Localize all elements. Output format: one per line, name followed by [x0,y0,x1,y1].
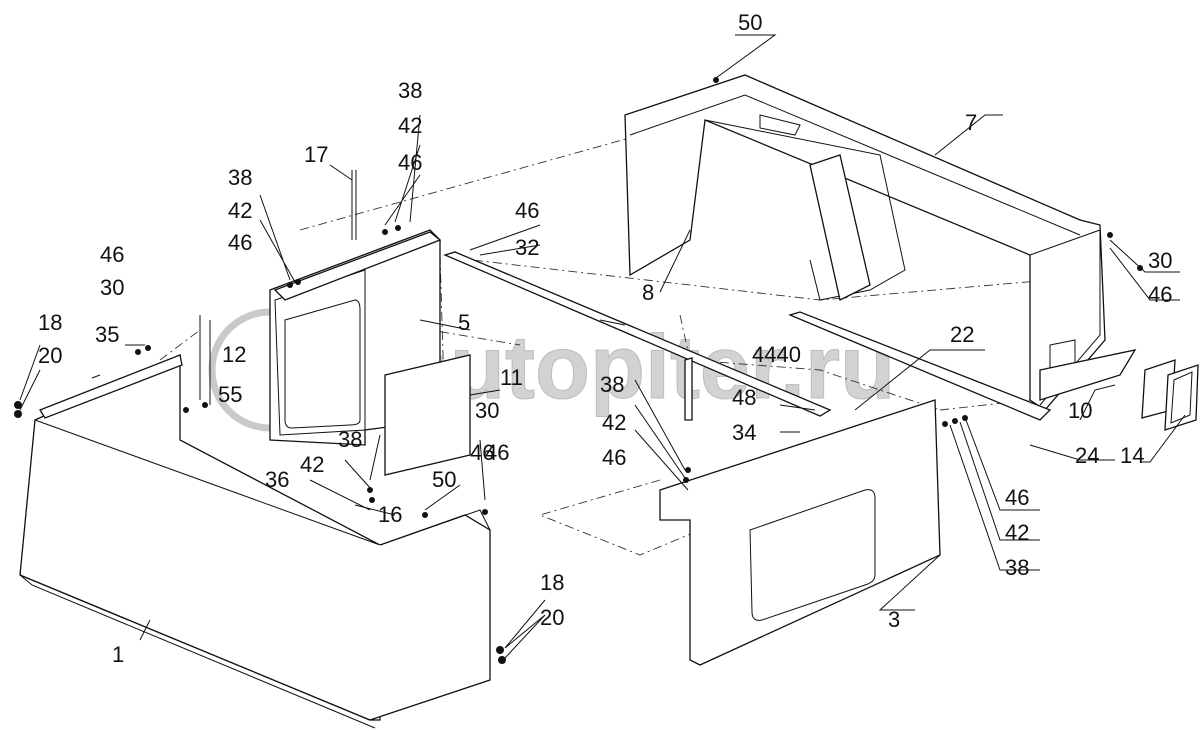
callout-38-side: 38 [1005,555,1029,580]
callout-5: 5 [458,310,470,335]
callout-3: 3 [888,607,900,632]
callout-50-lower: 50 [432,467,456,492]
callout-42-left-frame: 42 [228,198,252,223]
callout-labels: 50 38 42 46 17 7 38 42 46 46 32 5 8 46 3… [38,10,1172,667]
callout-46-side: 46 [1005,485,1029,510]
callout-18-left: 18 [38,310,62,335]
callout-34: 34 [732,420,756,445]
callout-38-upper: 38 [398,78,422,103]
callout-10: 10 [1068,398,1092,423]
callout-46-upper: 46 [398,150,422,175]
callout-30-lower: 30 [475,398,499,423]
part-11-door [384,354,471,476]
callout-36: 36 [265,467,289,492]
fasteners [14,77,1143,664]
callout-16: 16 [378,502,402,527]
callout-30-right: 30 [1148,248,1172,273]
callout-46-hood: 46 [100,242,124,267]
callout-42-side: 42 [1005,520,1029,545]
callout-38-center: 38 [600,372,624,397]
callout-20-right: 20 [540,605,564,630]
callout-1: 1 [112,642,124,667]
callout-18-right: 18 [540,570,564,595]
part-17-rod [351,170,357,240]
callout-46-door: 46 [470,440,494,465]
callout-17: 17 [304,142,328,167]
callout-20-left: 20 [38,343,62,368]
callout-42-center: 42 [602,410,626,435]
callout-46-right: 46 [1148,282,1172,307]
callout-11: 11 [500,365,523,390]
part-3-side-panel [659,399,941,666]
callout-55: 55 [218,382,242,407]
callout-46-center: 46 [602,445,626,470]
callout-4440: 4440 [752,342,801,367]
part-8-beam [443,251,832,421]
callout-46-lower: 46 [485,440,509,465]
part-1-hood [19,353,491,729]
callout-42-lower: 42 [300,452,324,477]
callout-38-lower: 38 [338,427,362,452]
part-14-gasket [1164,364,1199,431]
callout-12: 12 [222,342,246,367]
callout-14: 14 [1120,443,1144,468]
part-22-rail [788,311,1052,421]
callout-48: 48 [732,385,756,410]
callout-46-beam: 46 [515,198,539,223]
callout-8: 8 [642,280,654,305]
callout-38-left-frame: 38 [228,165,252,190]
part-7-rear-frame [624,74,1137,411]
callout-32: 32 [515,235,539,260]
callout-50-top: 50 [738,10,762,35]
callout-42-upper: 42 [398,113,422,138]
leader-lines [19,34,1186,659]
callout-46-left-frame: 46 [228,230,252,255]
callout-22: 22 [950,322,974,347]
callout-30-hood: 30 [100,275,124,300]
callout-35: 35 [95,322,119,347]
callout-7: 7 [965,110,977,135]
callout-24: 24 [1075,443,1099,468]
